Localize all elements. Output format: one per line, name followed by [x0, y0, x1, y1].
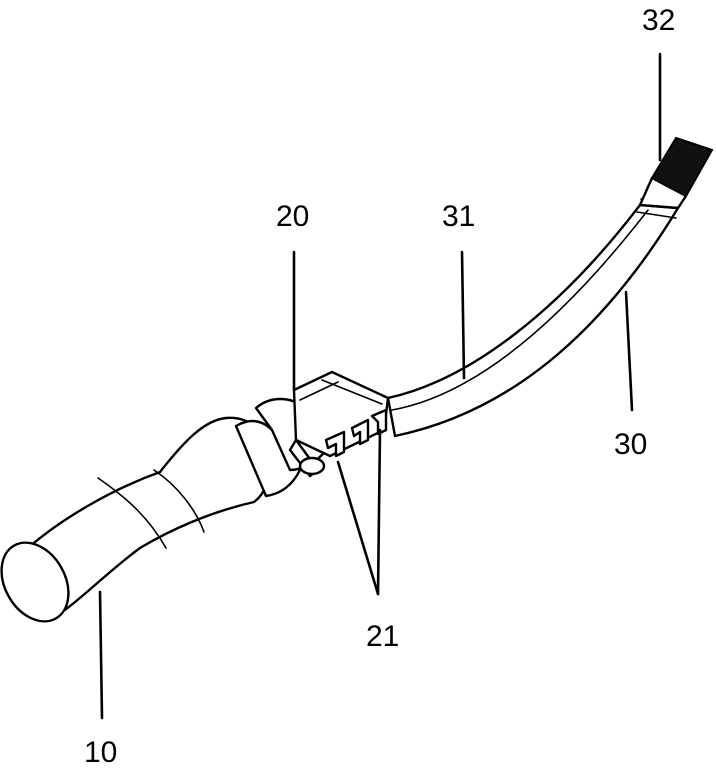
reference-numerals: 10 20 21 30 31 32 [84, 4, 675, 768]
tube-tip [638, 136, 714, 210]
leader-21-left [336, 460, 380, 596]
leader-10 [98, 590, 104, 720]
label-31: 31 [442, 200, 475, 233]
clamp [288, 370, 390, 478]
leader-21-right [376, 428, 382, 596]
label-32: 32 [642, 4, 675, 37]
label-30: 30 [614, 428, 647, 461]
label-20: 20 [276, 200, 309, 233]
tube [386, 198, 681, 438]
label-21: 21 [366, 620, 399, 653]
handle [0, 416, 274, 623]
leader-31 [460, 250, 466, 380]
leader-30 [624, 290, 634, 412]
leader-lines [98, 52, 662, 720]
clamp-hooks [324, 408, 388, 458]
label-10: 10 [84, 736, 117, 768]
